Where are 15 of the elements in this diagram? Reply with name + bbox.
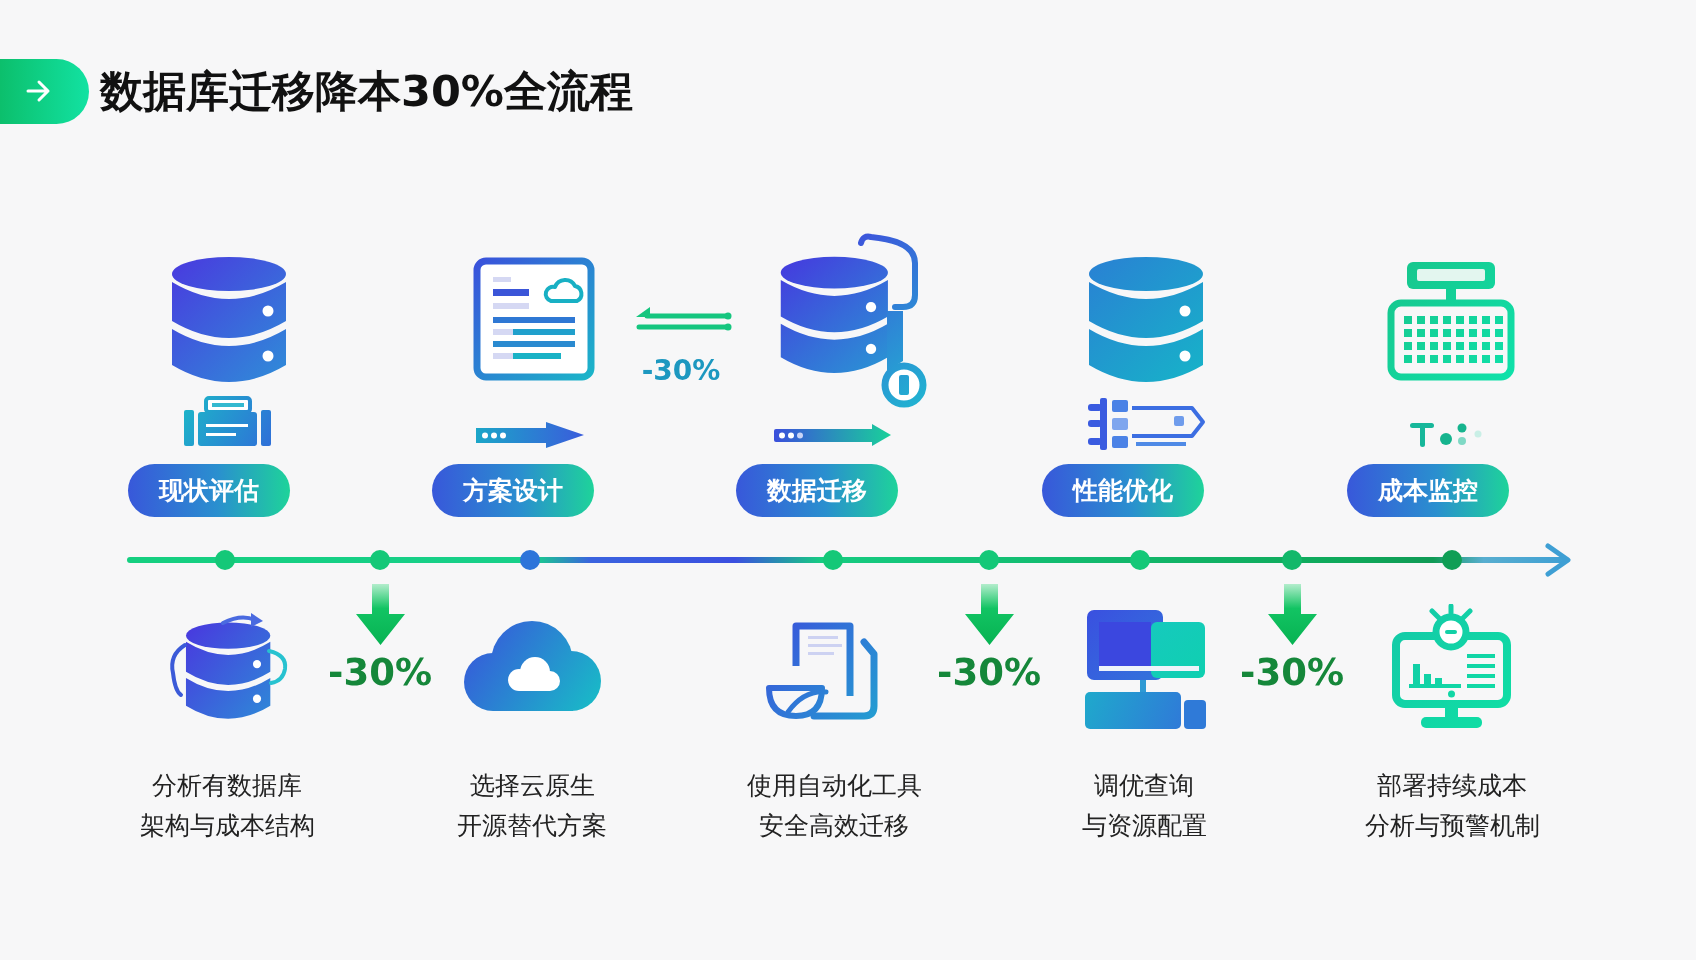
percent-label: -30% [641,355,721,387]
step-description: 调优查询与资源配置 [1081,770,1207,842]
step-pill: 成本监控 [1347,463,1509,517]
percent-label: -30% [937,652,1041,694]
step-description: 部署持续成本分析与预警机制 [1364,770,1540,842]
percent-label: -30% [1240,652,1344,694]
step-description: 分析有数据库架构与成本结构 [139,770,315,842]
step-pill: 数据迁移 [736,463,898,517]
step-pill: 方案设计 [432,463,594,517]
percent-label: -30% [328,652,432,694]
step-pill: 性能优化 [1042,463,1204,517]
step-description: 选择云原生开源替代方案 [457,770,607,842]
step-pill: 现状评估 [128,463,290,517]
step-description: 使用自动化工具安全高效迁移 [746,770,922,842]
title: 数据库迁移降本30%全流程 [100,67,633,117]
